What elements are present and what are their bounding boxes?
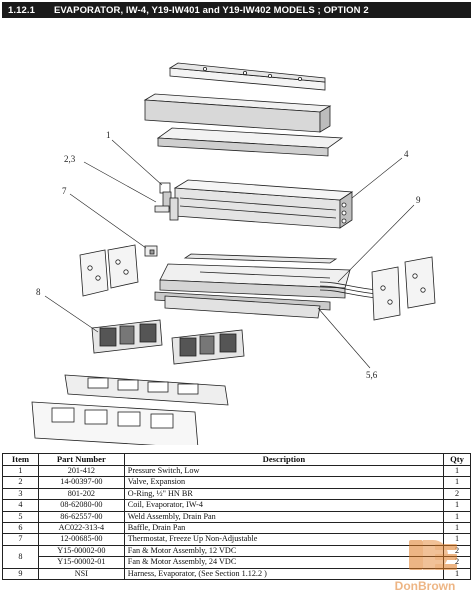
part-qty: 2 — [443, 487, 471, 501]
table-row: 3 801-202 O-Ring, ½" HN BR 2 — [2, 487, 471, 501]
part-number: 86-62557-00 — [37, 510, 125, 524]
part-description: Thermostat, Freeze Up Non-Adjustable — [123, 533, 445, 546]
part-qty: 1 — [443, 522, 471, 535]
table-row: 7 12-00685-00 Thermostat, Freeze Up Non-… — [2, 533, 471, 546]
callout-4: 4 — [404, 149, 409, 159]
part-description: Pressure Switch, Low — [123, 464, 445, 478]
callout-8: 8 — [36, 287, 41, 297]
callout-5-6: 5,6 — [366, 370, 378, 380]
table-row: 8 Y15-00002-00 Fan & Motor Assembly, 12 … — [2, 544, 471, 569]
drain-pan-assembly — [154, 263, 351, 319]
right-brackets — [371, 256, 436, 321]
part-qty: 1 — [443, 567, 471, 581]
table-row: 9 NSI Harness, Evaporator, (See Section … — [2, 567, 471, 581]
header-item: Item — [2, 453, 39, 466]
table-row: 5 86-62557-00 Weld Assembly, Drain Pan 1 — [2, 510, 471, 524]
evaporator-coil — [173, 179, 354, 229]
part-qty: 2 — [443, 556, 471, 569]
item-number: 2 — [2, 476, 39, 489]
harness — [319, 281, 379, 299]
part-number: Y15-00002-01 — [37, 556, 125, 569]
part-description: Weld Assembly, Drain Pan — [123, 510, 445, 524]
table-row: 6 AC022-313-4 Baffle, Drain Pan 1 — [2, 522, 471, 535]
callout-1: 1 — [106, 130, 111, 140]
left-brackets — [79, 244, 139, 297]
table-row: Y15-00002-01 Fan & Motor Assembly, 24 VD… — [3, 556, 471, 569]
part-number: 08-62080-00 — [37, 499, 125, 512]
parts-table-header: Item Part Number Description Qty — [2, 453, 471, 466]
part-number: AC022-313-4 — [37, 522, 125, 535]
exploded-view-diagram: 1 2,3 4 7 9 8 5,6 — [0, 20, 475, 445]
part-qty: 2 — [443, 544, 471, 558]
top-bracket — [168, 62, 326, 91]
section-number: 1.12.1 — [8, 4, 36, 16]
item-number: 5 — [2, 510, 39, 524]
part-number: 14-00397-00 — [37, 476, 125, 489]
part-description: Coil, Evaporator, IW-4 — [123, 499, 445, 512]
callout-2-3: 2,3 — [64, 154, 76, 164]
part-description: Harness, Evaporator, (See Section 1.12.2… — [123, 567, 445, 581]
parts-table: Item Part Number Description Qty 1 201-4… — [2, 453, 471, 581]
section-title-bar: 1.12.1 EVAPORATOR, IW-4, Y19-IW401 and Y… — [2, 2, 471, 18]
item-number: 6 — [2, 522, 39, 535]
table-row: 4 08-62080-00 Coil, Evaporator, IW-4 1 — [2, 499, 471, 512]
part-description: Fan & Motor Assembly, 24 VDC — [123, 556, 445, 569]
part-qty: 1 — [443, 533, 471, 546]
part-description: O-Ring, ½" HN BR — [123, 487, 445, 501]
top-cover — [143, 93, 332, 133]
part-qty: 1 — [443, 464, 471, 478]
callout-9: 9 — [416, 195, 421, 205]
inner-plate — [156, 127, 344, 157]
part-description: Valve, Expansion — [123, 476, 445, 489]
item-number: 3 — [2, 487, 39, 501]
item-number: 9 — [2, 567, 39, 581]
valve-cluster — [154, 182, 179, 221]
part-qty: 1 — [443, 510, 471, 524]
header-qty: Qty — [443, 453, 471, 466]
fan-shroud — [64, 374, 229, 406]
item-number: 7 — [2, 533, 39, 546]
header-part-number: Part Number — [37, 453, 125, 466]
part-number: NSI — [37, 567, 125, 581]
part-description: Fan & Motor Assembly, 12 VDC — [123, 544, 445, 558]
item-number: 1 — [2, 464, 39, 478]
fan-motor-assemblies — [91, 319, 245, 365]
table-row: 1 201-412 Pressure Switch, Low 1 — [2, 464, 471, 478]
part-description: Baffle, Drain Pan — [123, 522, 445, 535]
part-number: 801-202 — [37, 487, 125, 501]
part-number: 12-00685-00 — [37, 533, 125, 546]
watermark-text: DonBrown — [395, 579, 456, 593]
header-description: Description — [123, 453, 445, 466]
item-number: 4 — [2, 499, 39, 512]
table-row: 2 14-00397-00 Valve, Expansion 1 — [2, 476, 471, 489]
callout-7: 7 — [62, 186, 67, 196]
item-number: 8 — [2, 544, 39, 569]
thermostat — [144, 245, 158, 257]
baffle-plate — [183, 253, 338, 264]
front-grille — [31, 401, 199, 445]
part-qty: 1 — [443, 476, 471, 489]
section-title: EVAPORATOR, IW-4, Y19-IW401 and Y19-IW40… — [54, 4, 369, 16]
part-qty: 1 — [443, 499, 471, 512]
part-number: 201-412 — [37, 464, 125, 478]
part-number: Y15-00002-00 — [37, 544, 125, 558]
